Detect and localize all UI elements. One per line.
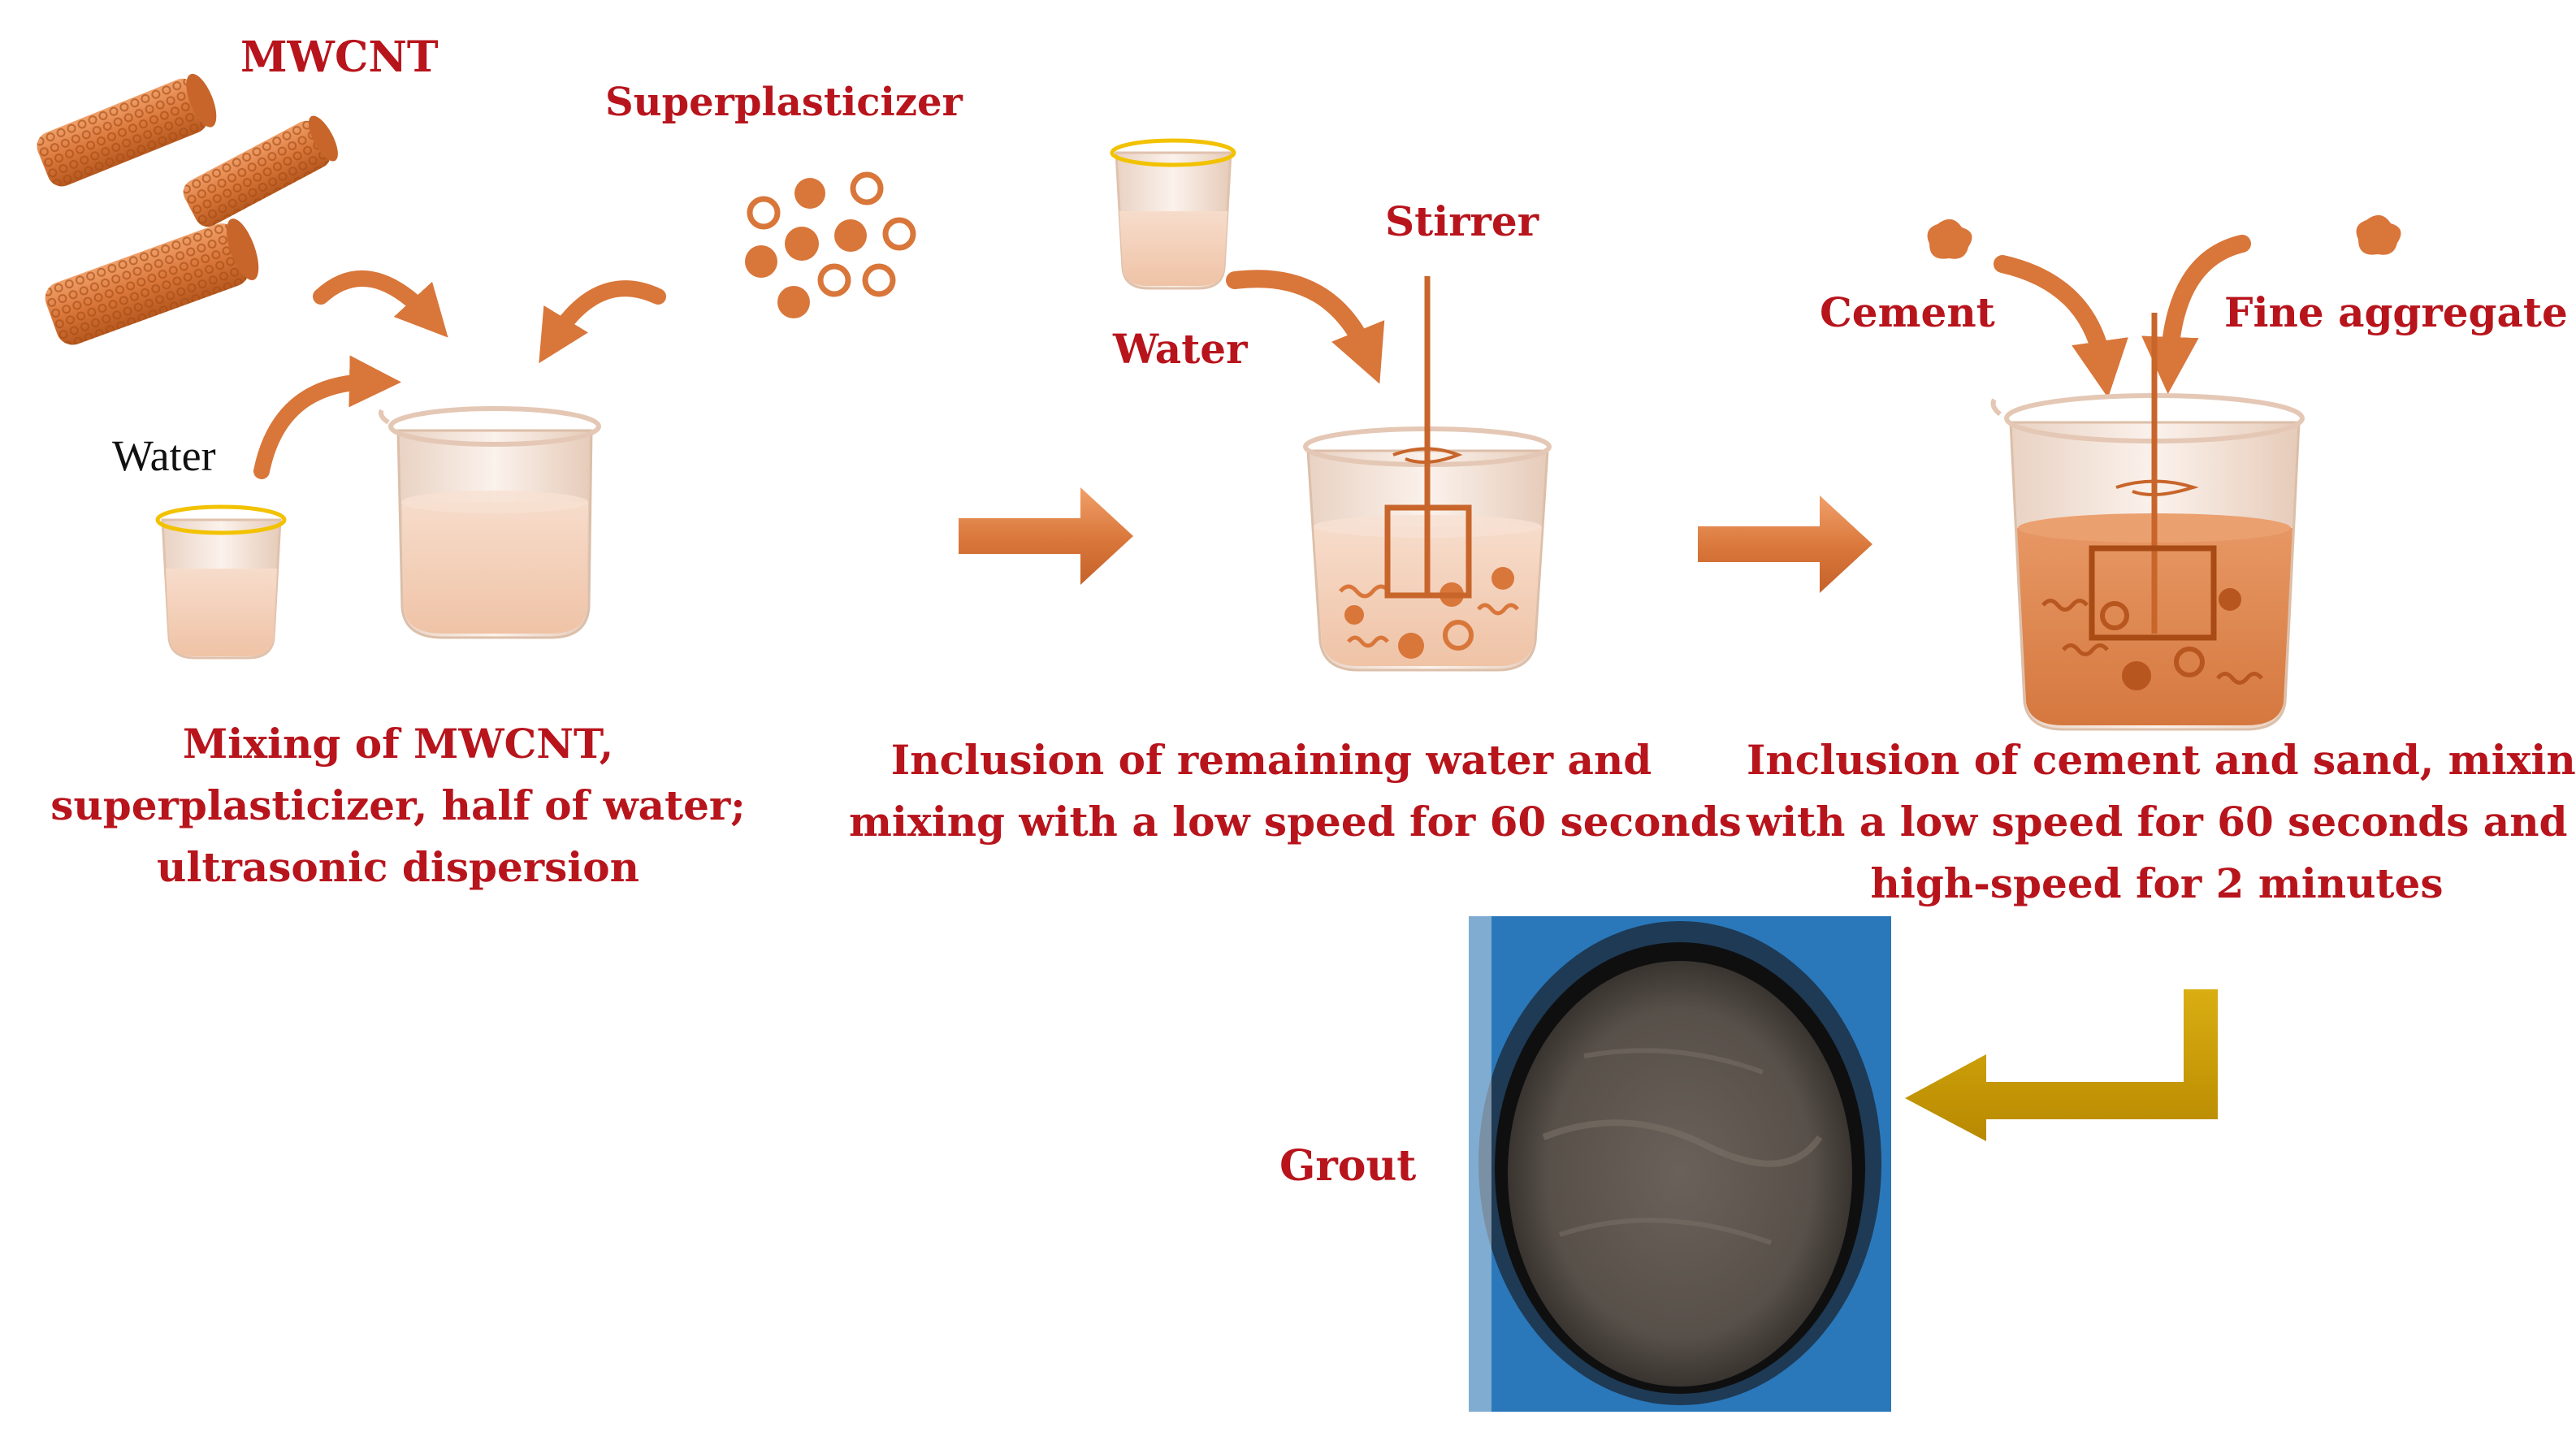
- grout-label: Grout: [1279, 1141, 1417, 1191]
- curved-arrow-icon: [2141, 235, 2251, 395]
- curved-arrow-icon: [1226, 270, 1385, 384]
- nanotube-icon: [37, 73, 217, 187]
- step1-caption: Mixing of MWCNT, superplasticizer, half …: [49, 713, 747, 898]
- nanotube-icon: [183, 115, 338, 227]
- step3-caption: Inclusion of cement and sand, mixing wit…: [1747, 729, 2576, 915]
- water-label-step2: Water: [1113, 325, 1248, 373]
- curved-arrow-icon: [1994, 255, 2128, 398]
- nanotube-icon: [45, 218, 259, 345]
- particle-icon: [745, 171, 916, 318]
- beaker-icon: [1990, 393, 2305, 731]
- curved-arrow-icon: [313, 270, 448, 338]
- cement-label: Cement: [1820, 288, 1995, 336]
- grout-photo: [1469, 916, 1891, 1412]
- step2-caption-line: mixing with a low speed for 60 seconds: [849, 798, 1742, 846]
- stirrer-icon: [2089, 313, 2217, 641]
- beaker-icon: [1110, 138, 1236, 290]
- mwcnt-label: MWCNT: [240, 32, 439, 82]
- beaker-icon: [155, 504, 287, 660]
- step3-caption-line: with a low speed for 60 seconds and: [1747, 798, 2568, 846]
- stirrer-label: Stirrer: [1385, 197, 1539, 245]
- curved-arrow-icon: [253, 355, 401, 479]
- stirrer-icon: [1384, 276, 1472, 599]
- flow-arrow-icon: [1698, 495, 1872, 593]
- flow-arrow-icon: [959, 487, 1133, 585]
- superplasticizer-label: Superplasticizer: [605, 80, 963, 125]
- flow-arrow-icon: [1905, 989, 2218, 1141]
- step3-caption-line: Inclusion of cement and sand, mixing: [1747, 736, 2576, 784]
- step1-caption-line: ultrasonic dispersion: [157, 843, 639, 891]
- fine-aggregate-label: Fine aggregate: [2224, 288, 2568, 336]
- step2-caption: Inclusion of remaining water and mixing …: [849, 729, 1742, 853]
- beaker-icon: [379, 406, 601, 639]
- step3-caption-line: high-speed for 2 minutes: [1870, 859, 2444, 907]
- step1-caption-line: superplasticizer, half of water;: [50, 781, 746, 829]
- particle-icon: [1927, 214, 2401, 259]
- step2-caption-line: Inclusion of remaining water and: [890, 736, 1652, 784]
- step1-caption-line: Mixing of MWCNT,: [182, 720, 614, 768]
- water-label-step1: Water: [112, 431, 216, 480]
- curved-arrow-icon: [539, 280, 666, 364]
